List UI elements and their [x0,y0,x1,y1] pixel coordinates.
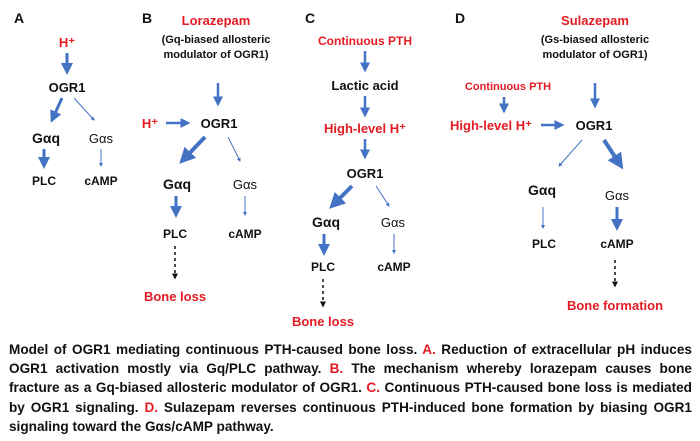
panel-b-ogr1: OGR1 [201,116,238,131]
panel-c-galpha-s: Gαs [381,215,406,230]
arrow-a-ogr1-to-gs [73,97,95,121]
panel-c-ogr1: OGR1 [347,166,384,181]
panel-c-camp: cAMP [377,260,410,274]
arrow-b-ogr1-to-gq [179,135,207,164]
ogr1-pathway-diagram: A H⁺ OGR1 Gαq Gαs PLC cAMP B Lorazepam (… [14,10,663,329]
panel-d-drug-note-2: modulator of OGR1) [542,49,647,61]
caption-title: Model of OGR1 mediating continuous PTH-c… [9,342,423,357]
panel-a-camp: cAMP [84,174,117,188]
panel-d-ogr1: OGR1 [576,118,613,133]
panel-d-outcome: Bone formation [567,298,663,313]
panel-d-galpha-q: Gαq [528,182,556,198]
panel-c-proton: High-level H⁺ [324,121,406,136]
panel-a: A H⁺ OGR1 Gαq Gαs PLC cAMP [14,10,118,188]
panel-c-letter: C [305,10,315,26]
arrow-c-ogr1-to-gq [329,184,354,209]
caption-ref-c: C. [366,380,380,396]
panel-a-plc: PLC [32,174,56,188]
caption-ref-d: D. [144,399,159,415]
panel-a-galpha-s: Gαs [89,131,114,146]
panel-b-drug-note-1: (Gq-biased allosteric [162,34,271,46]
panel-b-camp: cAMP [228,227,261,241]
arrow-b-ogr1-to-gs [227,136,241,162]
caption-ref-b: B. [329,361,344,377]
arrow-d-ogr1-to-gq [558,139,583,167]
panel-c: C Continuous PTH Lactic acid High-level … [292,10,412,329]
panel-b-drug-note-2: modulator of OGR1) [163,49,268,61]
panel-a-letter: A [14,10,24,26]
panel-b-proton: H⁺ [142,116,158,131]
panel-b-drug: Lorazepam [182,13,251,28]
caption-text-c: Continuous PTH-caused bone loss is media… [9,380,692,415]
panel-d-drug: Sulazepam [561,13,629,28]
panel-b-galpha-q: Gαq [163,176,191,192]
panel-b-plc: PLC [163,227,187,241]
caption-text-b: The mechanism whereby lorazepam causes b… [9,361,692,396]
panel-a-proton: H⁺ [59,35,75,50]
caption-text-a: Reduction of extracellular pH induces OG… [9,342,692,377]
panel-c-galpha-q: Gαq [312,214,340,230]
panel-d-galpha-s: Gαs [605,188,630,203]
panel-d-camp: cAMP [600,237,633,251]
arrow-d-ogr1-to-gs [602,138,624,170]
figure-caption: Model of OGR1 mediating continuous PTH-c… [9,340,692,436]
caption-text-d: Sulazepam reverses continuous PTH-induce… [9,399,692,434]
panel-b-galpha-s: Gαs [233,177,258,192]
panel-d-proton: High-level H⁺ [450,118,532,133]
panel-a-galpha-q: Gαq [32,130,60,146]
panel-d-stimulus: Continuous PTH [465,81,551,93]
panel-a-ogr1: OGR1 [49,80,86,95]
panel-d-letter: D [455,10,465,26]
arrow-c-ogr1-to-gs [375,185,390,207]
panel-b-letter: B [142,10,152,26]
panel-b: B Lorazepam (Gq-biased allosteric modula… [142,10,271,304]
panel-b-outcome: Bone loss [144,289,206,304]
panel-c-plc: PLC [311,260,335,274]
caption-ref-a: A. [422,342,436,357]
panel-d: D Sulazepam (Gs-biased allosteric modula… [450,10,663,313]
panel-d-plc: PLC [532,237,556,251]
panel-d-drug-note-1: (Gs-biased allosteric [541,34,649,46]
arrow-a-ogr1-to-gq [50,97,64,123]
panel-c-lactic: Lactic acid [331,78,398,93]
panel-c-outcome: Bone loss [292,314,354,329]
panel-c-stimulus: Continuous PTH [318,34,412,48]
